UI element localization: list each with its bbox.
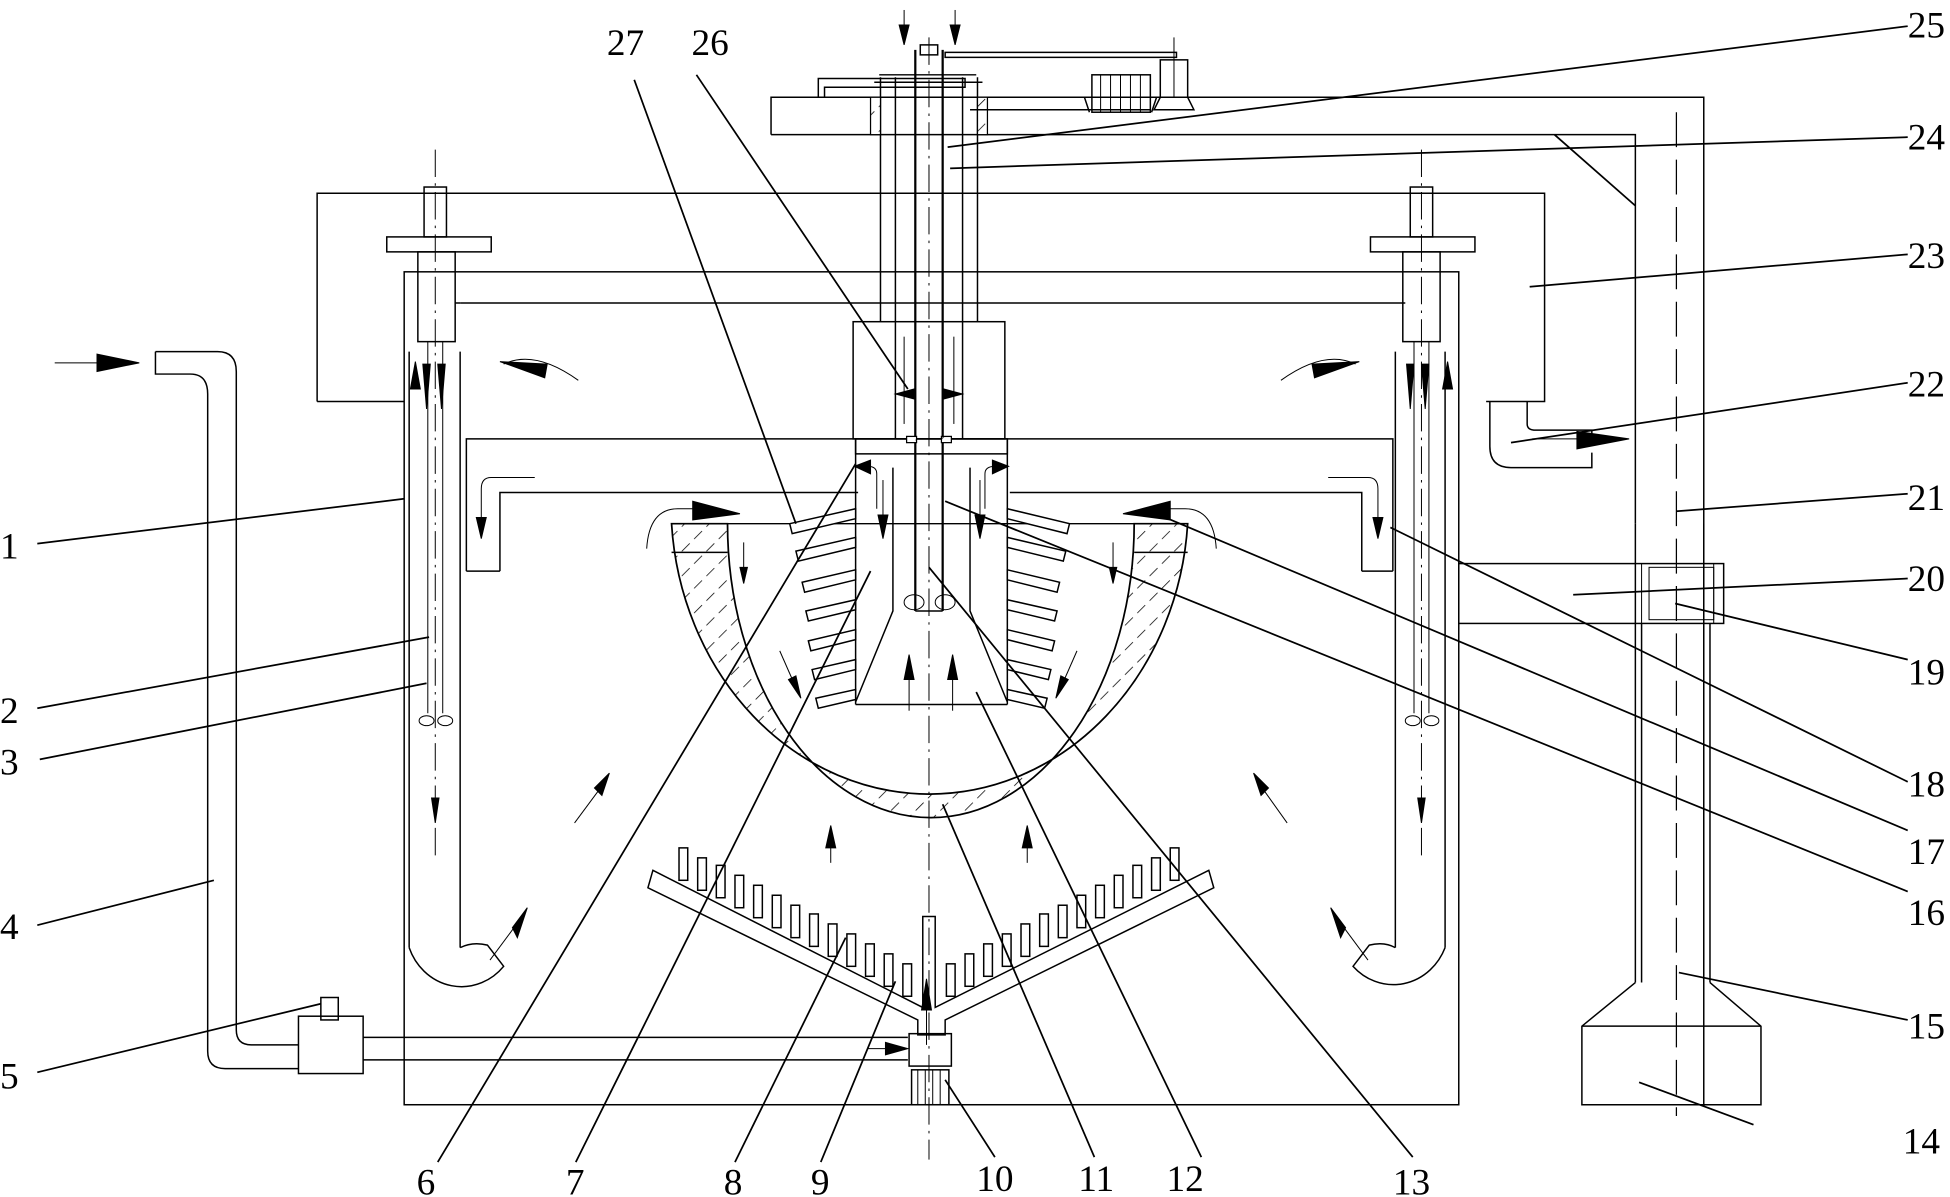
label-19: 19: [1908, 652, 1945, 693]
reference-labels: 1 2 3 4 5 6 7 8 9 10 11 12 13 14 15 16 1…: [0, 5, 1945, 1197]
distributor-plate: [647, 825, 1215, 1045]
top-drive: [817, 37, 1196, 113]
fins-left: [788, 507, 857, 710]
exhaust-duct: [1489, 401, 1630, 469]
central-chamber: [853, 438, 1010, 711]
label-3: 3: [0, 742, 19, 783]
flow-arrows: [574, 650, 1288, 824]
label-14: 14: [1903, 1121, 1941, 1162]
fins-right: [1006, 507, 1071, 710]
label-16: 16: [1908, 893, 1945, 934]
label-20: 20: [1908, 559, 1945, 600]
label-4: 4: [0, 907, 19, 948]
label-10: 10: [976, 1159, 1013, 1197]
label-18: 18: [1908, 765, 1945, 806]
label-24: 24: [1908, 118, 1946, 159]
label-1: 1: [0, 527, 19, 568]
upper-plenum: [316, 192, 1546, 403]
label-11: 11: [1078, 1159, 1114, 1197]
label-12: 12: [1167, 1159, 1204, 1197]
label-17: 17: [1908, 832, 1945, 873]
bottom-mixer: [908, 1032, 953, 1106]
inner-cover: [465, 438, 1394, 572]
left-nozzle-assembly: [386, 149, 579, 988]
right-nozzle-assembly: [1280, 149, 1476, 986]
label-26: 26: [691, 23, 728, 64]
side-connector: [1458, 562, 1725, 625]
label-8: 8: [724, 1162, 743, 1197]
label-27: 27: [607, 23, 644, 64]
label-6: 6: [417, 1162, 436, 1197]
pump: [297, 996, 910, 1075]
label-22: 22: [1908, 364, 1945, 405]
central-shaft: [852, 9, 1006, 1160]
label-15: 15: [1908, 1007, 1945, 1048]
distributor-teeth-right: [945, 847, 1180, 998]
exhaust-column: [1581, 523, 1762, 1106]
label-13: 13: [1393, 1162, 1430, 1197]
hemispherical-bowl: [646, 500, 1217, 819]
feed-pipe: [54, 350, 299, 1070]
label-23: 23: [1908, 236, 1945, 277]
distributor-teeth-left: [678, 847, 913, 998]
leader-lines: [37, 25, 1909, 1163]
label-7: 7: [566, 1162, 585, 1197]
label-21: 21: [1908, 478, 1945, 519]
outer-housing: [403, 271, 1460, 1106]
label-2: 2: [0, 691, 19, 732]
label-9: 9: [811, 1162, 830, 1197]
label-5: 5: [0, 1056, 19, 1097]
label-25: 25: [1908, 5, 1945, 46]
